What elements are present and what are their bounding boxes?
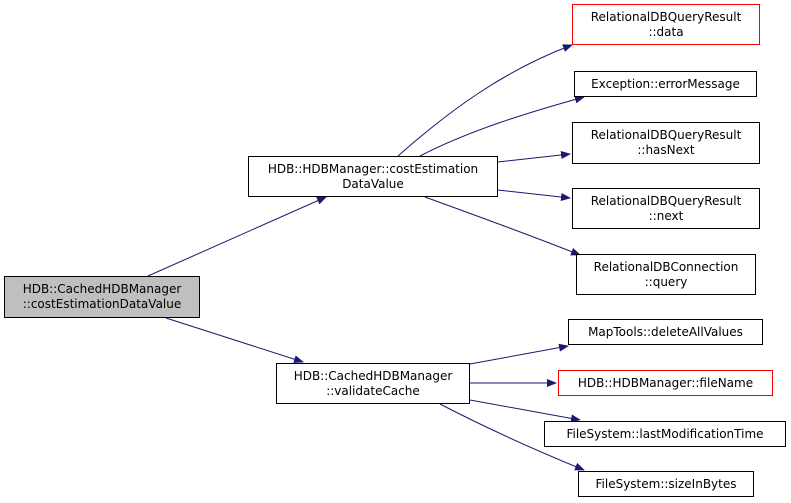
edge-validatecache-to-sizeinbytes <box>439 403 585 471</box>
node-label-line1: RelationalDBQueryResult <box>590 9 742 24</box>
node-label-line1: HDB::CachedHDBManager <box>293 368 453 383</box>
node-label-line2: DataValue <box>342 176 404 191</box>
node-label-line1: RelationalDBQueryResult <box>590 193 742 208</box>
node-label-line2: ::next <box>648 208 684 223</box>
node-label-line1: FileSystem::lastModificationTime <box>566 426 764 441</box>
edge-costestimation-to-rdbdata <box>397 44 573 157</box>
node-label-line1: RelationalDBQueryResult <box>590 128 742 142</box>
node-label-line1: HDB::HDBManager::fileName <box>577 375 754 390</box>
node-relationaldbconnection-query[interactable]: RelationalDBConnection ::query <box>576 254 756 295</box>
node-cachedhdbmanager-validatecache[interactable]: HDB::CachedHDBManager ::validateCache <box>276 363 470 404</box>
node-filesystem-lastmodificationtime[interactable]: FileSystem::lastModificationTime <box>544 421 786 447</box>
node-label-line1: FileSystem::sizeInBytes <box>595 476 737 491</box>
node-maptools-deleteallvalues[interactable]: MapTools::deleteAllValues <box>568 319 763 345</box>
node-relationaldbqueryresult-next[interactable]: RelationalDBQueryResult ::next <box>572 188 760 229</box>
node-label-line1: HDB::HDBManager::costEstimation <box>267 161 479 176</box>
edge-costestimation-to-query <box>424 196 581 256</box>
node-hdbmanager-costestimationdatavalue[interactable]: HDB::HDBManager::costEstimation DataValu… <box>248 156 498 197</box>
node-label-line2: ::validateCache <box>326 383 420 398</box>
node-filesystem-sizeinbytes[interactable]: FileSystem::sizeInBytes <box>578 471 754 497</box>
node-cachedhdbmanager-costestimationdatavalue[interactable]: HDB::CachedHDBManager ::costEstimationDa… <box>4 276 200 318</box>
node-label-line1: MapTools::deleteAllValues <box>588 324 743 339</box>
node-hdbmanager-filename[interactable]: HDB::HDBManager::fileName <box>558 370 773 396</box>
node-label-line1: HDB::CachedHDBManager <box>22 282 182 296</box>
edge-validatecache-to-lastmodificationtime <box>469 399 581 423</box>
node-relationaldbqueryresult-hasnext[interactable]: RelationalDBQueryResult ::hasNext <box>572 122 760 164</box>
edge-root-to-validatecache <box>165 317 304 364</box>
node-label-line2: ::data <box>648 24 684 39</box>
node-label-line1: RelationalDBConnection <box>593 259 739 274</box>
node-label-line2: ::costEstimationDataValue <box>22 297 182 311</box>
node-relationaldbqueryresult-data[interactable]: RelationalDBQueryResult ::data <box>572 4 760 45</box>
node-label-line2: ::hasNext <box>637 143 695 157</box>
edge-root-to-costestimation <box>147 196 327 277</box>
node-label-line1: Exception::errorMessage <box>591 76 740 91</box>
node-exception-errormessage[interactable]: Exception::errorMessage <box>574 71 757 97</box>
node-label-line2: ::query <box>644 274 688 289</box>
edge-costestimation-to-next <box>497 189 571 201</box>
edge-costestimation-to-hasnext <box>497 151 571 163</box>
edge-costestimation-to-errormessage <box>419 95 585 157</box>
edge-validatecache-to-deleteallvalues <box>469 343 569 365</box>
